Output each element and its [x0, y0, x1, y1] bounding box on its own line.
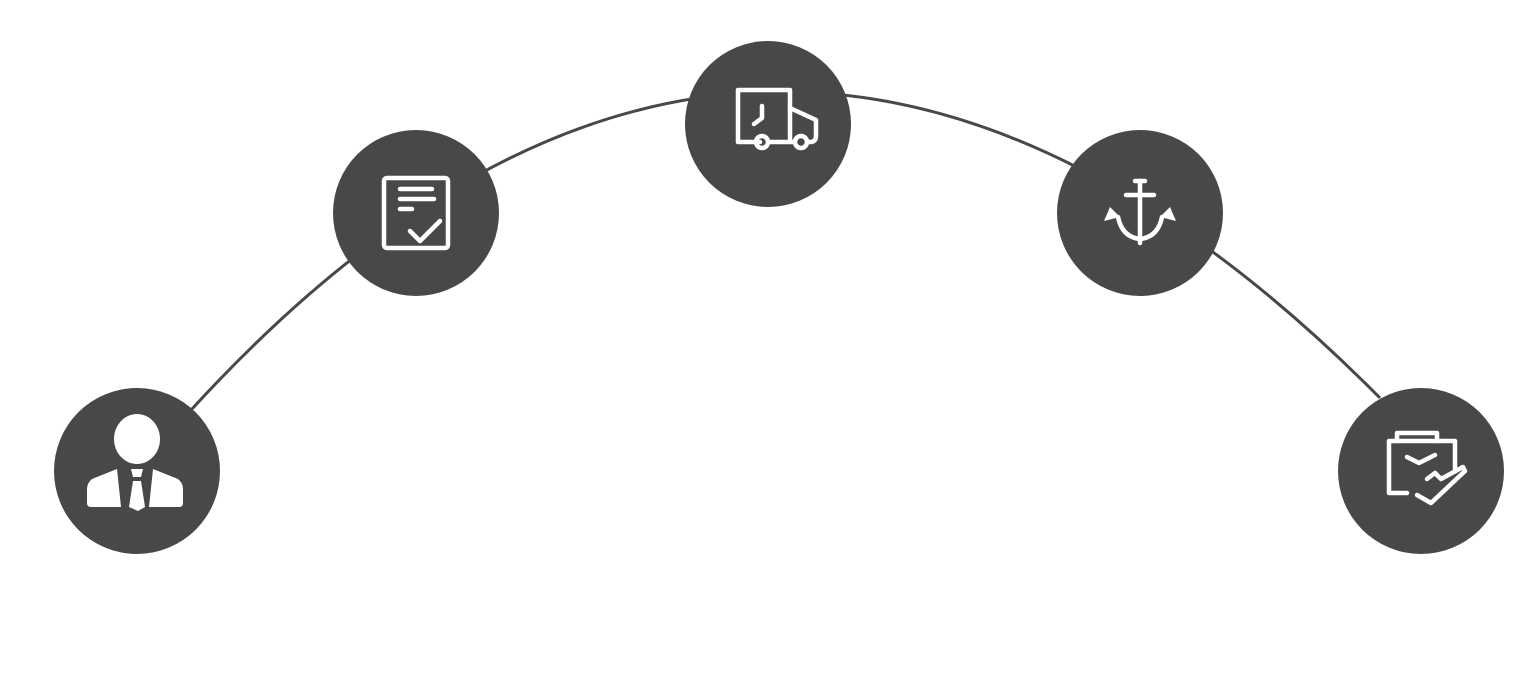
node-customs	[1338, 388, 1504, 554]
businessman-icon	[87, 414, 183, 511]
node-buyer	[54, 388, 220, 554]
checklist-document-icon	[381, 175, 451, 251]
node-circle	[333, 130, 499, 296]
node-contract	[333, 130, 499, 296]
delivery-truck-icon	[735, 87, 819, 151]
node-circle	[1338, 388, 1504, 554]
node-circle	[685, 41, 851, 207]
anchor-icon	[1104, 178, 1176, 246]
travel-briefcase-icon	[1386, 430, 1468, 506]
node-delivery	[685, 41, 851, 207]
node-port	[1057, 130, 1223, 296]
